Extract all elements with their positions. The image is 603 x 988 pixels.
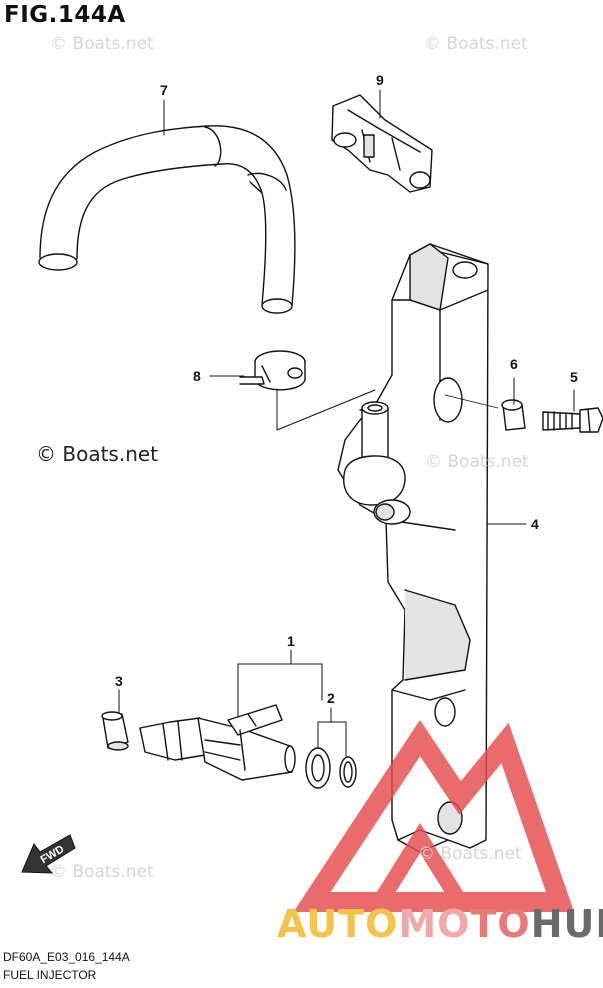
callout-2: 2 [327, 690, 335, 706]
brand-part-hub: HUB [530, 902, 603, 946]
spacer-6 [501, 399, 526, 431]
callout-9: 9 [376, 72, 384, 88]
diagram-name: FUEL INJECTOR [3, 968, 97, 982]
rail-inlet-pipe [343, 401, 411, 525]
brand-part-auto: AUTO [277, 902, 399, 946]
figure-title: FIG.144A [4, 2, 126, 28]
callout-3: 3 [115, 673, 123, 689]
brand-part-mo: MO [398, 902, 471, 946]
o-rings-2 [305, 747, 357, 789]
bolt-5 [542, 407, 603, 433]
callout-4: 4 [531, 516, 539, 532]
brand-part-to: TO [470, 902, 531, 946]
watermark-main: © Boats.net [36, 442, 159, 466]
watermark: © Boats.net [50, 862, 154, 882]
automotohub-logo-mark [293, 719, 575, 912]
callout-1: 1 [287, 633, 295, 649]
callout-8: 8 [193, 368, 201, 384]
diagram-code: DF60A_E03_016_144A [3, 950, 130, 964]
callout-6: 6 [510, 356, 518, 372]
automotohub-brand: AUTOMOTOHUB [277, 902, 603, 946]
hose-clamp-8 [239, 350, 306, 391]
seal-3 [101, 711, 129, 751]
callout-5: 5 [570, 369, 578, 385]
fuel-injector-1 [139, 704, 296, 781]
fuel-hose-7 [38, 125, 296, 314]
watermark: © Boats.net [418, 844, 522, 864]
watermark: © Boats.net [424, 34, 528, 54]
callout-7: 7 [160, 82, 168, 98]
hose-clip-9 [331, 94, 433, 193]
leader-lines [118, 89, 575, 761]
watermark: © Boats.net [50, 34, 154, 54]
watermark: © Boats.net [425, 452, 529, 472]
